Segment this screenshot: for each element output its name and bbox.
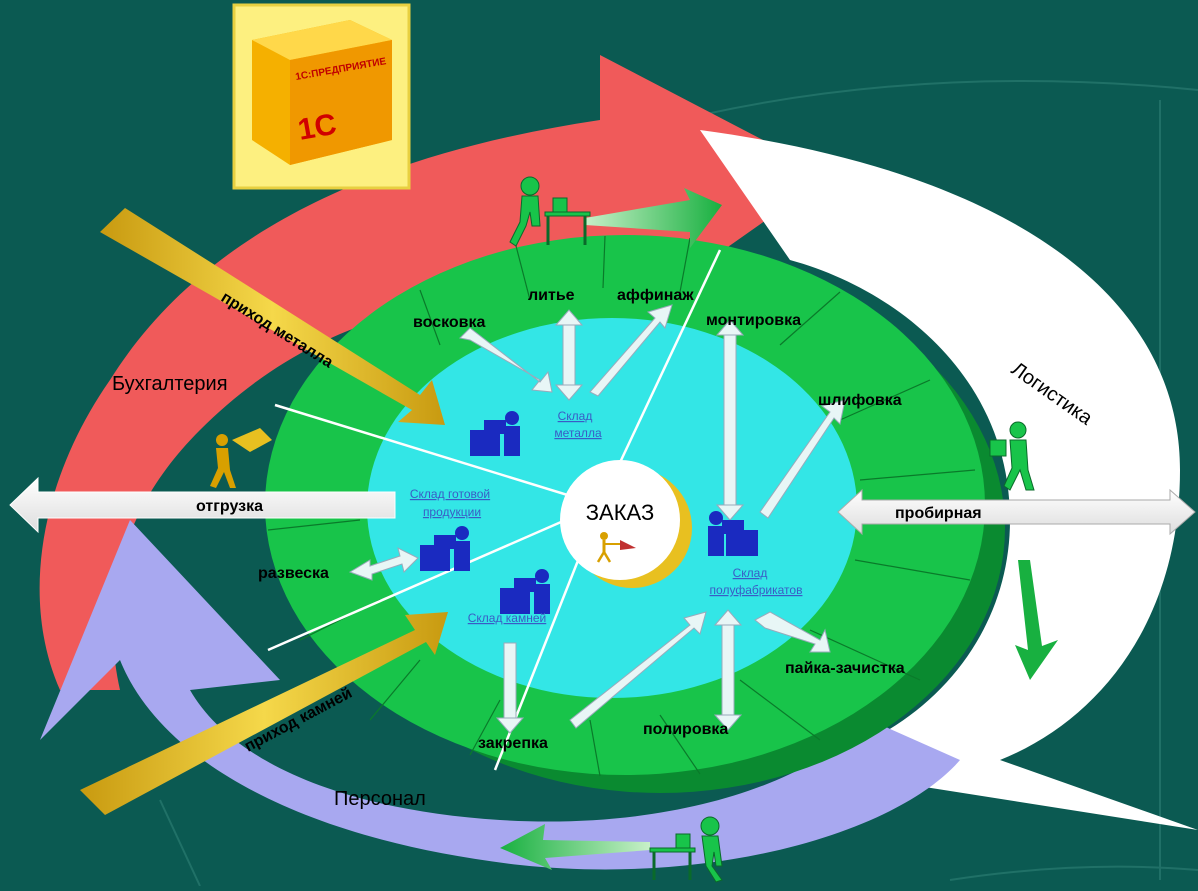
label-waxing: восковка: [413, 314, 486, 331]
product-box-logo: 1С: [295, 108, 339, 147]
label-mounting: монтировка: [706, 312, 801, 329]
metal-inflow-arrow: [100, 208, 445, 425]
label-finished-warehouse-1: Склад готовой: [410, 487, 490, 501]
label-assay: пробирная: [895, 505, 982, 522]
label-stones-warehouse: Склад камней: [468, 611, 547, 625]
order-center: [560, 460, 680, 580]
label-grinding: шлифовка: [818, 392, 902, 409]
label-semi-warehouse-1: Склад: [733, 566, 768, 580]
logistics-arrow: [700, 130, 1198, 830]
warehouse-icon-stones: [500, 569, 550, 614]
warehouse-icon-finished: [420, 526, 470, 571]
label-casting: литье: [528, 287, 575, 304]
top-worker-arrow: [509, 176, 722, 248]
label-soldering: пайка-зачистка: [785, 660, 905, 677]
stones-inflow-arrow: [80, 612, 448, 815]
label-finished-warehouse-2: продукции: [423, 505, 481, 519]
personnel-arrow: [40, 520, 960, 870]
label-semi-warehouse-2: полуфабрикатов: [710, 583, 803, 597]
ring-dividers: [267, 235, 976, 777]
product-box-image: 1С:ПРЕДПРИЯТИЕ 1С: [232, 3, 411, 190]
label-personnel: Персонал: [334, 788, 426, 810]
left-worker-icon: [210, 428, 272, 488]
order-worker-icon: [596, 532, 636, 563]
label-metal-warehouse-2: металла: [554, 426, 602, 440]
shipping-arrow: [9, 476, 396, 534]
assay-arrow: [837, 488, 1196, 536]
label-accounting: Бухгалтерия: [112, 373, 228, 395]
label-refining: аффинаж: [617, 287, 694, 304]
label-setting: закрепка: [478, 735, 548, 752]
right-worker-arrow: [989, 421, 1058, 680]
warehouse-icon-metal: [470, 411, 520, 456]
label-polishing: полировка: [643, 721, 728, 738]
label-weighing: развеска: [258, 565, 329, 582]
label-metal-warehouse-1: Склад: [558, 409, 593, 423]
order-label: ЗАКАЗ: [586, 500, 655, 525]
internal-arrows: [348, 304, 846, 734]
bottom-worker-arrow: [500, 816, 723, 883]
label-shipping: отгрузка: [196, 498, 263, 515]
warehouse-icon-semi: [708, 511, 758, 556]
